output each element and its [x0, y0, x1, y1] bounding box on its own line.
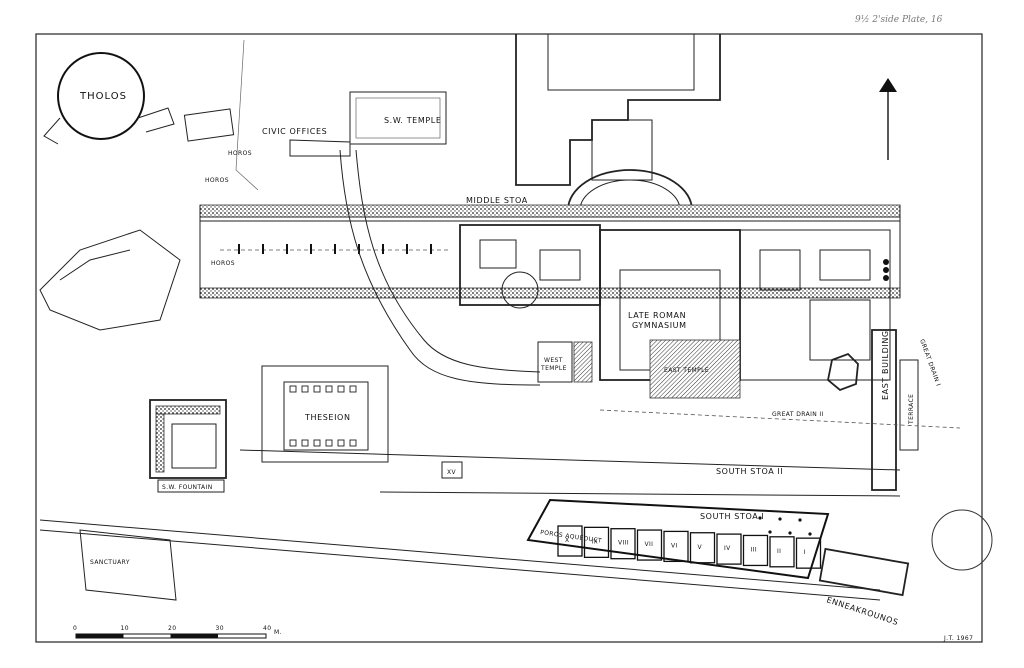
sw-fountain: S.W. FOUNTAIN — [149, 399, 227, 493]
scale-bar: 0 10 20 30 40 M. — [73, 625, 282, 639]
theseion: THESEION — [261, 365, 389, 463]
sanctuary: SANCTUARY — [79, 529, 177, 601]
map-frame — [35, 33, 983, 643]
gymnasium-label-1: LATE ROMAN — [628, 311, 686, 320]
scale-tick-label: 40 — [263, 625, 271, 632]
west-temple-label-1: WEST — [544, 357, 563, 364]
scale-tick-label: 0 — [73, 625, 77, 632]
stoa-room-box — [716, 533, 742, 565]
east-building-label: EAST BUILDING — [881, 330, 890, 400]
stoa-room-box — [583, 526, 610, 558]
horos-label-1: HOROS — [228, 150, 252, 157]
tholos: THOLOS — [43, 52, 175, 145]
tholos-label: THOLOS — [79, 91, 127, 102]
north-arrow-icon — [879, 78, 897, 160]
scale-tick-label: 20 — [168, 625, 176, 632]
stoa-room-label: II — [777, 548, 781, 555]
south-stoa-2-label: SOUTH STOA II — [716, 467, 783, 476]
top-note: 9½ 2'side Plate, 16 — [855, 14, 943, 25]
sw-temple-label: S.W. TEMPLE — [384, 116, 441, 125]
stoa-room-label: IX — [592, 538, 599, 545]
south-stoa-1-label: SOUTH STOA I — [700, 512, 764, 521]
scale-unit: M. — [274, 629, 282, 636]
north-building — [515, 33, 721, 211]
sw-temple: S.W. TEMPLE — [349, 91, 447, 145]
stoa-room-label: IV — [724, 545, 731, 552]
terrace-label: TERRACE — [908, 394, 915, 425]
room-xv-label: XV — [447, 469, 457, 476]
signature: J.T. 1967 — [943, 635, 973, 642]
stoa-room-box — [795, 537, 822, 569]
middle-stoa: MIDDLE STOA — [199, 196, 901, 299]
enneakrounos-label: ENNEAKROUNOS — [825, 595, 899, 627]
horos-label-2: HOROS — [205, 177, 229, 184]
stoa-room-box — [610, 528, 636, 560]
stoa-room-label: III — [751, 546, 758, 553]
south-stoa-2: SOUTH STOA II XV — [239, 449, 901, 497]
stoa-room-label: VII — [645, 541, 654, 548]
theseion-label: THESEION — [304, 413, 351, 422]
south-stoa-1: SOUTH STOA I — [526, 498, 830, 580]
stoa-room-label: I — [804, 549, 806, 556]
west-temple-label-2: TEMPLE — [540, 365, 567, 372]
scale-tick-label: 10 — [121, 625, 129, 632]
stoa-room-box — [769, 536, 795, 568]
great-drain-1-label: GREAT DRAIN I — [918, 338, 942, 387]
stoa-room-label: VI — [671, 542, 678, 549]
stoa-room-label: VIII — [618, 540, 629, 547]
west-temple: WEST TEMPLE — [537, 341, 593, 383]
scale-tick-label: 30 — [216, 625, 224, 632]
stoa-room-box — [636, 529, 663, 561]
middle-stoa-label: MIDDLE STOA — [466, 196, 528, 205]
stoa-room-box — [663, 530, 689, 563]
east-temple-label: EAST TEMPLE — [664, 367, 709, 374]
stoa-room-label: V — [698, 544, 703, 551]
stoa-room-label: X — [565, 537, 570, 544]
enneakrounos: ENNEAKROUNOS — [818, 547, 910, 627]
late-roman-gymnasium: LATE ROMAN GYMNASIUM EAST TEMPLE — [459, 224, 891, 399]
horos-label-3: HOROS — [211, 260, 235, 267]
stoa-room-box — [689, 532, 716, 564]
great-drain-2-label: GREAT DRAIN II — [772, 411, 824, 418]
gymnasium-label-2: GYMNASIUM — [632, 321, 687, 330]
civic-offices-label: CIVIC OFFICES — [262, 127, 327, 136]
stoa-room-box — [742, 534, 769, 567]
stoa-room-box — [557, 525, 583, 557]
sw-fountain-label: S.W. FOUNTAIN — [162, 484, 213, 491]
sanctuary-label: SANCTUARY — [90, 559, 130, 566]
